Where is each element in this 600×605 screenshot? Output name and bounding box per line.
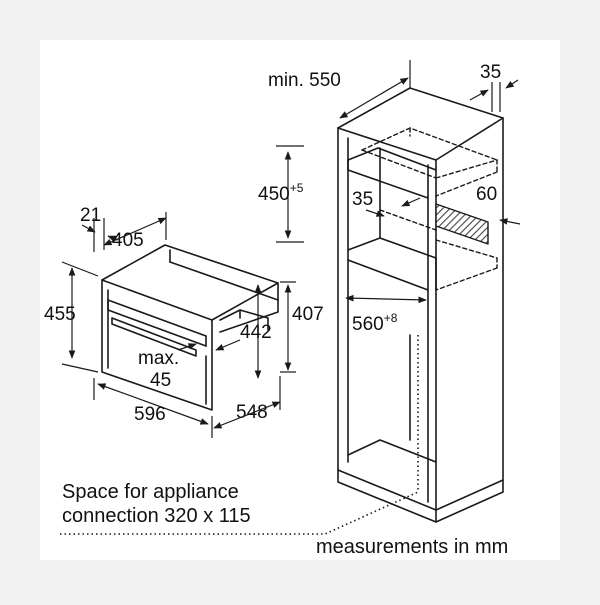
note-units: measurements in mm (316, 536, 508, 558)
note-space-line1: Space for appliance (62, 481, 239, 503)
drawing-panel (40, 40, 560, 560)
label-407: 407 (292, 304, 324, 325)
label-455: 455 (44, 304, 76, 325)
label-442: 442 (240, 322, 272, 343)
appliance-outline-dashed (361, 127, 498, 291)
label-min-550: min. 550 (268, 70, 341, 91)
label-405: 405 (112, 230, 144, 251)
connection-leader-line (60, 491, 419, 535)
label-450: 450+5 (258, 181, 304, 205)
label-548: 548 (236, 402, 268, 423)
dimension-lines (61, 60, 521, 438)
label-35-top: 35 (480, 62, 501, 83)
note-space-line2: connection 320 x 115 (62, 505, 251, 527)
label-35-mid: 35 (352, 189, 373, 210)
label-560: 560+8 (352, 311, 398, 335)
label-21: 21 (80, 205, 101, 226)
label-60: 60 (476, 184, 497, 205)
label-max: max. (138, 348, 179, 369)
label-596: 596 (134, 404, 166, 425)
ventilation-cutout (435, 203, 489, 245)
label-max-45: 45 (150, 370, 171, 391)
oven-appliance (101, 244, 279, 411)
